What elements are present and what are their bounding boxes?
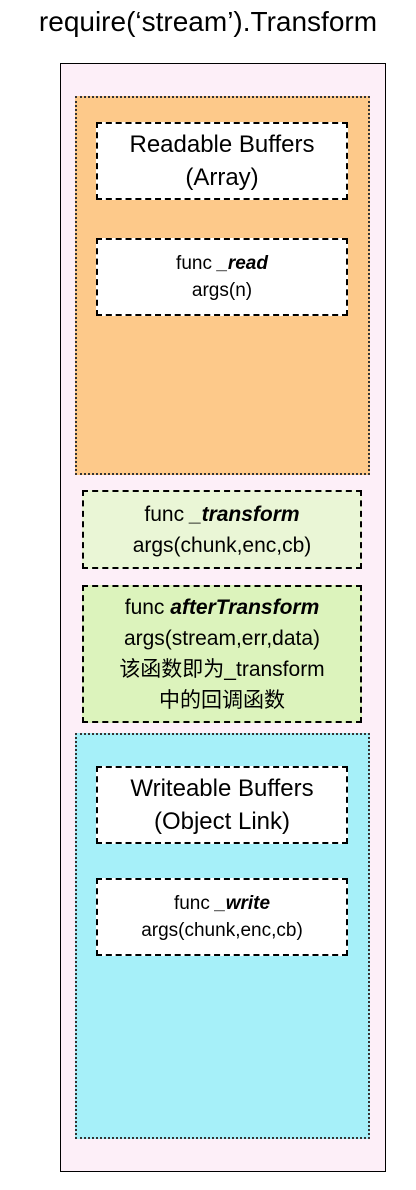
read-function-signature: func _read: [176, 250, 268, 277]
writeable-buffers-box: Writeable Buffers (Object Link): [96, 766, 348, 844]
readable-buffers-box: Readable Buffers (Array): [96, 122, 348, 200]
after-transform-note-line1: 该函数即为_transform: [119, 658, 325, 681]
transform-func-keyword: func: [144, 502, 190, 526]
transform-func-name: _transform: [189, 502, 300, 526]
diagram-title: require(‘stream’).Transform: [38, 6, 378, 37]
writeable-buffers-type: (Object Link): [153, 808, 291, 835]
read-function-box: func _read args(n): [96, 238, 348, 316]
after-transform-args: args(stream,err,data): [123, 627, 321, 650]
transform-function-args: args(chunk,enc,cb): [132, 533, 312, 557]
after-transform-func-keyword: func: [124, 596, 171, 619]
read-func-name: _read: [217, 253, 268, 274]
write-function-signature: func _write: [174, 890, 270, 917]
after-transform-function-box: func afterTransform args(stream,err,data…: [82, 585, 362, 723]
readable-buffers-label: Readable Buffers: [129, 131, 315, 158]
after-transform-signature: func afterTransform: [125, 592, 320, 623]
transform-function-signature: func _transform: [144, 499, 299, 530]
write-func-name: _write: [215, 893, 271, 914]
write-function-box: func _write args(chunk,enc,cb): [96, 878, 348, 956]
write-function-args: args(chunk,enc,cb): [141, 920, 303, 941]
read-function-args: args(n): [191, 280, 253, 301]
after-transform-func-name: afterTransform: [170, 596, 320, 619]
write-func-keyword: func: [173, 893, 216, 914]
after-transform-note-line2: 中的回调函数: [159, 689, 285, 712]
read-func-keyword: func: [176, 253, 218, 274]
writeable-buffers-label: Writeable Buffers: [130, 775, 314, 802]
transform-function-box: func _transform args(chunk,enc,cb): [82, 490, 362, 569]
readable-buffers-type: (Array): [185, 164, 259, 191]
